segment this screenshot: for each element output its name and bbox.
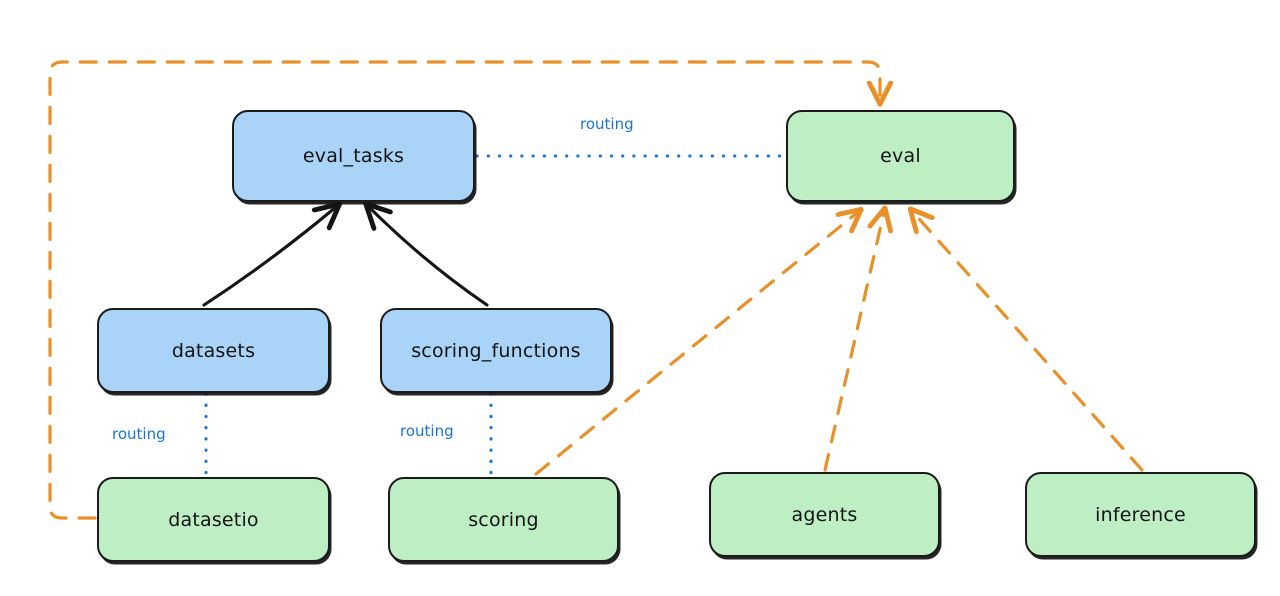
node-label-eval: eval [880,145,921,167]
node-datasetio[interactable]: datasetio [97,477,330,562]
node-agents[interactable]: agents [709,472,940,557]
node-label-inference: inference [1095,503,1186,526]
node-label-scoring: scoring [468,508,539,531]
node-inference[interactable]: inference [1025,472,1256,557]
edge-scoring-to-eval [534,212,858,476]
edge-scoring-functions-to-eval-tasks [369,207,489,307]
edge-datasets-to-eval-tasks [202,207,336,307]
edge-label-routing-eval-tasks-eval: routing [580,115,634,133]
edge-datasetio-to-eval [48,60,880,520]
node-label-eval-tasks: eval_tasks [302,145,405,167]
node-label-scoring-functions: scoring_functions [411,339,581,362]
edge-agents-to-eval [823,212,884,472]
edge-label-routing-datasets-datasetio: routing [112,425,166,443]
edge-inference-to-eval [913,212,1144,472]
node-label-datasetio: datasetio [168,508,259,531]
node-scoring[interactable]: scoring [388,477,619,562]
node-label-datasets: datasets [171,339,256,362]
node-label-agents: agents [791,503,858,526]
node-eval-tasks[interactable]: eval_tasks [232,110,475,202]
node-datasets[interactable]: datasets [97,308,330,393]
node-scoring-functions[interactable]: scoring_functions [380,308,612,393]
node-eval[interactable]: eval [786,110,1015,202]
edge-label-routing-scoring-functions-scoring: routing [400,422,454,440]
